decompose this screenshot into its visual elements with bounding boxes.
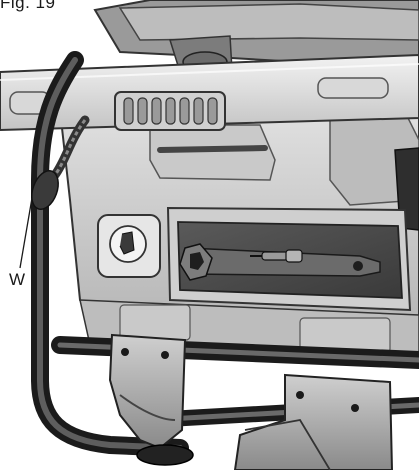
top-cover [93,0,419,73]
callout-leader-w [19,197,33,269]
screwdriver-tool [250,249,303,263]
wrench-tool [179,243,381,281]
foot-bracket [233,373,394,471]
front-bracket-center [108,333,187,450]
rubber-foot [136,444,194,466]
tool-panel [166,206,412,312]
cord-w [31,115,90,210]
figure-caption: Fig. 19 [0,0,56,12]
callout-label-w: W [9,270,26,289]
side-socket [97,214,161,278]
vent-grille [114,91,226,131]
